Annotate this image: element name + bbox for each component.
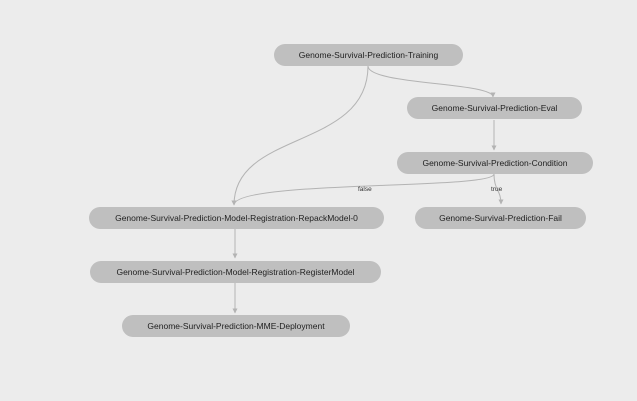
- node-eval[interactable]: Genome-Survival-Prediction-Eval: [407, 97, 582, 119]
- node-fail[interactable]: Genome-Survival-Prediction-Fail: [415, 207, 586, 229]
- edge-label-false: false: [358, 186, 372, 193]
- node-condition[interactable]: Genome-Survival-Prediction-Condition: [397, 152, 593, 174]
- edge-label-true: true: [491, 186, 503, 193]
- node-training[interactable]: Genome-Survival-Prediction-Training: [274, 44, 463, 66]
- edge-training-to-repack: [231, 65, 369, 206]
- edge-condition-to-fail: [493, 173, 504, 205]
- edge-training-to-eval: [367, 65, 496, 98]
- node-repack-model[interactable]: Genome-Survival-Prediction-Model-Registr…: [89, 207, 384, 229]
- edge-condition-to-repack: [231, 173, 495, 206]
- node-mme-deployment[interactable]: Genome-Survival-Prediction-MME-Deploymen…: [122, 315, 350, 337]
- node-register-model[interactable]: Genome-Survival-Prediction-Model-Registr…: [90, 261, 381, 283]
